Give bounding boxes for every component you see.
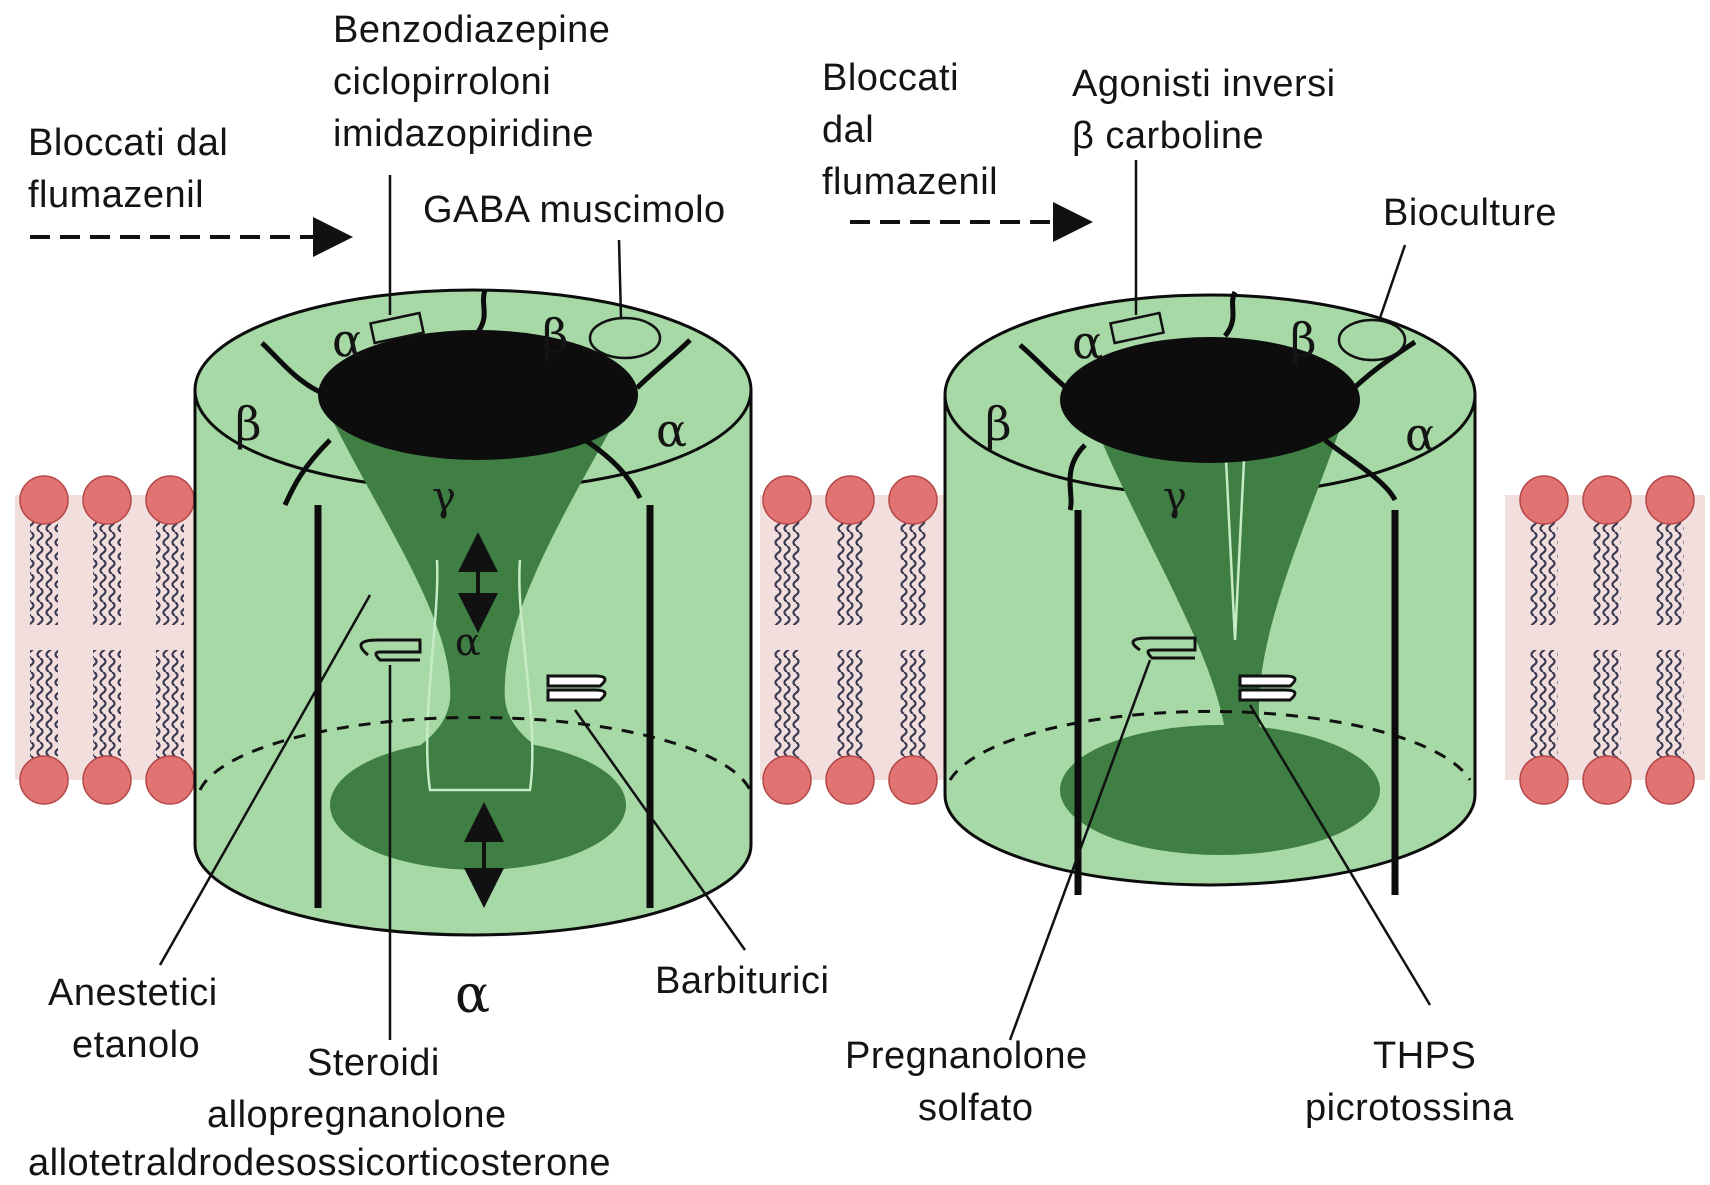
subunit-alpha-side-left: α	[656, 403, 687, 457]
label-agonisti-inversi: Agonisti inversi	[1072, 63, 1336, 105]
gaba-site-left	[590, 318, 660, 358]
label-benzodiazepine: Benzodiazepine	[333, 9, 610, 51]
subunit-beta-side-right: β	[985, 397, 1012, 451]
label-solfato: solfato	[918, 1087, 1033, 1129]
receptor-left: α β β α γ α α	[195, 290, 751, 1025]
pore-bottom-left	[330, 740, 626, 870]
subunit-alpha-inner-left: α	[455, 620, 481, 664]
label-bioculture: Bioculture	[1383, 192, 1557, 234]
pore-bottom-right	[1060, 725, 1380, 855]
label-pregnanolone: Pregnanolone	[845, 1035, 1088, 1077]
label-right-blocked-1: Bloccati	[822, 57, 959, 99]
subunit-gamma-left: γ	[432, 474, 456, 520]
label-etanolo: etanolo	[72, 1024, 200, 1066]
label-imidazopiridine: imidazopiridine	[333, 113, 594, 155]
label-barbiturici: Barbiturici	[655, 960, 829, 1002]
label-right-blocked-3: flumazenil	[822, 161, 998, 203]
subunit-alpha-top-left: α	[332, 313, 363, 367]
label-beta-carboline: β carboline	[1072, 115, 1264, 157]
label-steroidi: Steroidi	[307, 1042, 440, 1084]
subunit-alpha-bottom-left: α	[455, 965, 490, 1025]
label-gaba-muscimolo: GABA muscimolo	[423, 189, 726, 231]
subunit-alpha-top-right: α	[1072, 315, 1103, 369]
subunit-alpha-side-right: α	[1405, 407, 1436, 461]
label-anestetici: Anestetici	[48, 972, 218, 1014]
label-allopregnanolone: allopregnanolone	[207, 1094, 507, 1136]
label-picrotossina: picrotossina	[1305, 1087, 1514, 1129]
receptor-right: α β β α γ	[945, 292, 1475, 895]
label-ciclopirroloni: ciclopirroloni	[333, 61, 551, 103]
subunit-gamma-right: γ	[1163, 474, 1187, 520]
label-thps: THPS	[1373, 1035, 1476, 1077]
subunit-beta-top-left: β	[542, 309, 569, 363]
label-left-blocked-2: flumazenil	[28, 174, 204, 216]
label-right-blocked-2: dal	[822, 109, 874, 151]
label-allotetraldrodesossicorticosterone: allotetraldrodesossicorticosterone	[28, 1142, 611, 1184]
subunit-beta-top-right: β	[1290, 313, 1317, 367]
label-left-blocked-1: Bloccati dal	[28, 122, 228, 164]
subunit-beta-side-left: β	[235, 397, 262, 451]
bioculture-site-right	[1339, 320, 1405, 360]
